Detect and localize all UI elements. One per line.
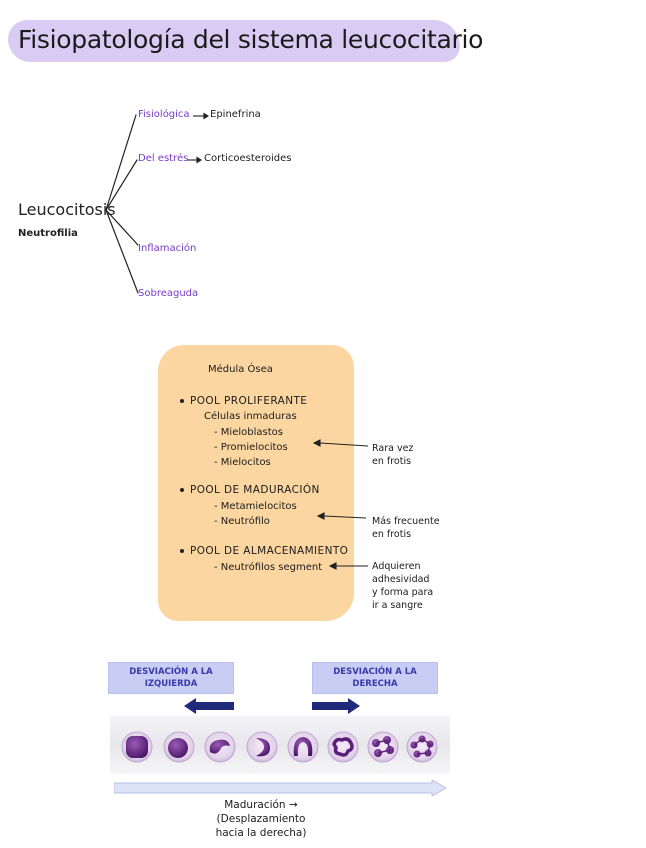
note-adquieren: Adquieren adhesividad y forma para ir a … — [372, 561, 434, 611]
left-arrow-icon — [184, 698, 234, 714]
note-mas-frecuente: Más frecuente en frotis — [372, 516, 440, 540]
right-arrow-icon — [312, 698, 360, 714]
pool-maduracion-title: POOL DE MADURACIÓN — [180, 484, 320, 496]
neutrofilia-label: Neutrofilia — [18, 228, 78, 239]
branch-inflamacion: Inflamación — [138, 243, 197, 254]
note-rara-vez: Rara vez en frotis — [372, 443, 414, 467]
pool-almacenamiento-title: POOL DE ALMACENAMIENTO — [180, 545, 348, 557]
branch-estres: Del estrés — [138, 153, 189, 164]
title-highlight — [8, 20, 460, 62]
maduracion-caption: Maduración → (Desplazamiento hacia la de… — [215, 799, 307, 839]
branch-fisiologica-result: Epinefrina — [210, 109, 261, 120]
list-item: - Neutrófilo — [214, 516, 270, 527]
leucocitosis-label: Leucocitosis — [18, 200, 116, 219]
medula-heading: Médula Ósea — [208, 364, 273, 375]
list-item: - Metamielocitos — [214, 501, 297, 512]
cell-4-icon — [246, 731, 278, 763]
list-item: - Neutrófilos segment — [214, 562, 323, 573]
cell-5-icon — [287, 731, 319, 763]
list-item: - Promielocitos — [214, 442, 288, 453]
neutrophil-cells — [121, 731, 438, 763]
maturation-arrow-icon — [114, 780, 448, 796]
page-title: Fisiopatología del sistema leucocitario — [18, 25, 484, 54]
pool-proliferante-subtitle: Células inmaduras — [204, 411, 297, 422]
cell-8-icon — [406, 731, 438, 763]
branch-estres-result: Corticoesteroides — [204, 153, 292, 164]
cell-7-icon — [367, 731, 399, 763]
list-item: - Mieloblastos — [214, 427, 283, 438]
branch-fisiologica: Fisiológica — [138, 109, 190, 120]
cell-2-icon — [163, 731, 195, 763]
cell-1-icon — [121, 731, 153, 763]
cell-6-icon — [327, 731, 359, 763]
branch-sobreaguda: Sobreaguda — [138, 288, 199, 299]
list-item: - Mielocitos — [214, 457, 271, 468]
medula-osea-box — [158, 345, 354, 621]
leucocitosis-branch-lines — [105, 112, 210, 294]
cell-3-icon — [204, 731, 236, 763]
pool-proliferante-title: POOL PROLIFERANTE — [180, 395, 307, 407]
